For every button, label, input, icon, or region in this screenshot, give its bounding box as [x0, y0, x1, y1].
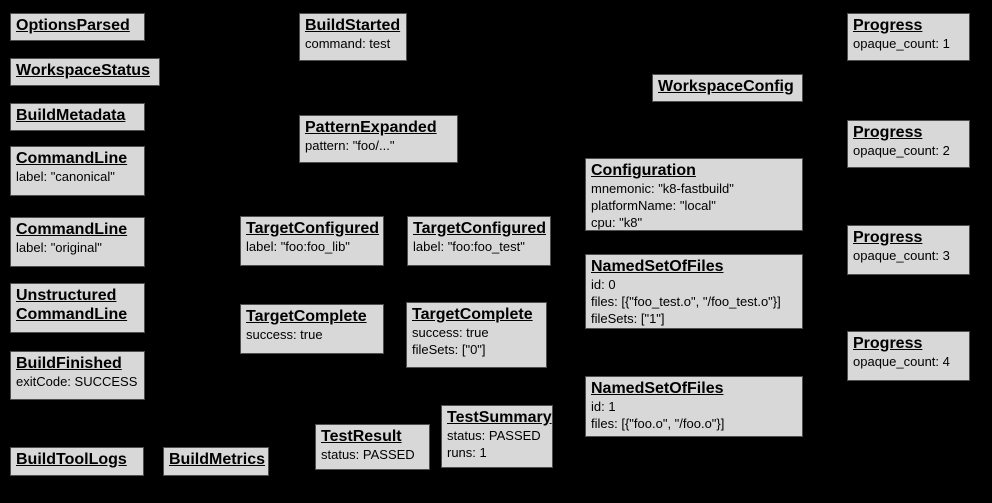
node-title: CommandLine [16, 221, 128, 238]
node-title: BuildMetadata [16, 107, 126, 124]
node-title: TargetComplete [412, 306, 533, 323]
node-build-finished: BuildFinished exitCode: SUCCESS [10, 351, 145, 400]
node-build-metadata: BuildMetadata [10, 103, 145, 131]
node-field: runs: 1 [447, 445, 487, 460]
node-field: fileSets: ["0"] [412, 342, 486, 357]
node-title: Progress [853, 17, 923, 34]
node-title: NamedSetOfFiles [591, 258, 724, 275]
node-progress-4: Progress opaque_count: 4 [847, 331, 970, 381]
node-target-configured-test: TargetConfigured label: "foo:foo_test" [407, 216, 551, 266]
node-field: success: true [412, 325, 489, 340]
node-field: label: "original" [16, 240, 102, 255]
node-named-set-of-files-0: NamedSetOfFiles id: 0 files: [{"foo_test… [585, 254, 803, 329]
node-workspace-config: WorkspaceConfig [652, 74, 803, 102]
node-title: Progress [853, 335, 923, 352]
node-workspace-status: WorkspaceStatus [10, 58, 160, 86]
node-title: BuildToolLogs [16, 451, 127, 468]
node-field: fileSets: ["1"] [591, 311, 665, 326]
node-title: TestResult [321, 428, 402, 445]
node-field: files: [{"foo.o", "/foo.o"}] [591, 416, 725, 431]
node-field: exitCode: SUCCESS [16, 374, 138, 389]
node-progress-1: Progress opaque_count: 1 [847, 13, 970, 61]
node-field: label: "canonical" [16, 169, 115, 184]
node-test-summary: TestSummary status: PASSED runs: 1 [441, 405, 553, 468]
node-progress-2: Progress opaque_count: 2 [847, 120, 970, 168]
node-field: status: PASSED [321, 447, 415, 462]
node-field: label: "foo:foo_test" [413, 239, 525, 254]
node-title: CommandLine [16, 150, 128, 167]
node-title: TargetConfigured [413, 220, 547, 237]
node-field: id: 0 [591, 277, 616, 292]
node-field: success: true [246, 327, 323, 342]
node-options-parsed: OptionsParsed [10, 13, 145, 41]
node-field: platformName: "local" [591, 198, 716, 213]
node-named-set-of-files-1: NamedSetOfFiles id: 1 files: [{"foo.o", … [585, 376, 803, 437]
node-title: TargetConfigured [246, 220, 380, 237]
node-title: WorkspaceConfig [658, 78, 794, 95]
node-command-line-original: CommandLine label: "original" [10, 217, 145, 267]
node-field: opaque_count: 1 [853, 36, 950, 51]
node-field: label: "foo:foo_lib" [246, 239, 350, 254]
node-field: cpu: "k8" [591, 215, 643, 230]
node-field: command: test [305, 36, 391, 51]
node-title: BuildMetrics [169, 451, 266, 468]
node-title: Unstructured CommandLine [16, 287, 128, 323]
node-field: status: PASSED [447, 428, 541, 443]
node-field: opaque_count: 4 [853, 354, 950, 369]
node-title: Configuration [591, 162, 696, 179]
node-pattern-expanded: PatternExpanded pattern: "foo/..." [299, 115, 458, 163]
node-title: TargetComplete [246, 308, 367, 325]
node-field: opaque_count: 3 [853, 248, 950, 263]
node-target-complete-lib: TargetComplete success: true [240, 304, 384, 354]
node-title: OptionsParsed [16, 17, 130, 34]
node-field: pattern: "foo/..." [305, 138, 395, 153]
node-progress-3: Progress opaque_count: 3 [847, 225, 970, 275]
node-build-metrics: BuildMetrics [163, 447, 269, 476]
node-title: BuildStarted [305, 17, 401, 34]
node-target-complete-test: TargetComplete success: true fileSets: [… [406, 302, 547, 368]
node-test-result: TestResult status: PASSED [315, 424, 430, 470]
node-build-tool-logs: BuildToolLogs [10, 447, 144, 476]
node-command-line-canonical: CommandLine label: "canonical" [10, 146, 145, 196]
node-target-configured-lib: TargetConfigured label: "foo:foo_lib" [240, 216, 384, 266]
node-title: WorkspaceStatus [16, 62, 150, 79]
node-title: Progress [853, 229, 923, 246]
node-field: files: [{"foo_test.o", "/foo_test.o"}] [591, 294, 781, 309]
node-title: NamedSetOfFiles [591, 380, 724, 397]
node-configuration: Configuration mnemonic: "k8-fastbuild" p… [585, 158, 803, 231]
node-title: TestSummary [447, 409, 552, 426]
node-title: PatternExpanded [305, 119, 437, 136]
node-unstructured-command-line: Unstructured CommandLine [10, 283, 145, 333]
node-field: id: 1 [591, 399, 616, 414]
node-title: Progress [853, 124, 923, 141]
node-field: mnemonic: "k8-fastbuild" [591, 181, 734, 196]
node-field: opaque_count: 2 [853, 143, 950, 158]
node-build-started: BuildStarted command: test [299, 13, 407, 61]
node-title: BuildFinished [16, 355, 122, 372]
